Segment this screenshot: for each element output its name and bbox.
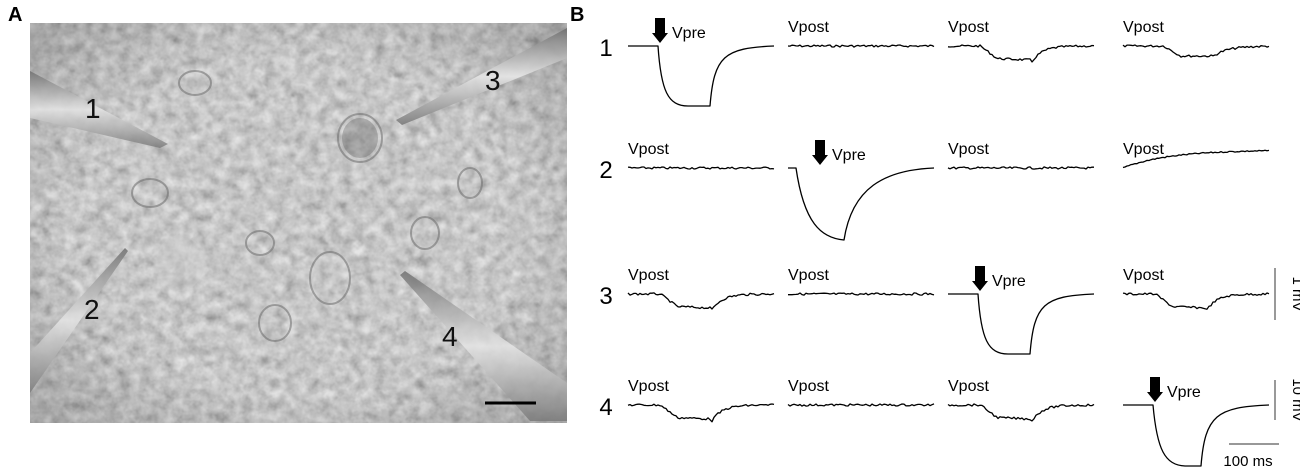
scale-label-100ms: 100 ms — [1223, 453, 1272, 470]
pipette-3-shape — [396, 28, 567, 125]
trace-r3-c1 — [627, 292, 775, 310]
trace-label-r2-c1: Vpost — [628, 141, 669, 158]
arrow-icon-r4-c4 — [1147, 377, 1163, 402]
panel-b-letter: B — [570, 4, 585, 26]
row-label-2: 2 — [599, 157, 612, 184]
row-label-4: 4 — [599, 394, 612, 421]
trace-r1-c2 — [787, 44, 935, 48]
row-label-1: 1 — [599, 35, 612, 62]
microscope-image: 1 2 3 4 — [30, 23, 567, 423]
scale-label-10mv: 10 mV — [1289, 378, 1300, 421]
trace-r3-c3 — [948, 293, 1095, 355]
pipette-4-shape — [400, 271, 567, 421]
trace-r2-c1 — [627, 166, 775, 170]
trace-r4-c1 — [627, 403, 775, 423]
trace-label-r4-c1: Vpost — [628, 378, 669, 395]
trace-r3-c4 — [1122, 292, 1270, 310]
trace-r4-c4 — [1123, 404, 1270, 467]
trace-label-r2-c4: Vpost — [1123, 141, 1164, 158]
trace-label-r1-c4: Vpost — [1123, 19, 1164, 36]
trace-label-r1-c1: Vpre — [672, 25, 706, 42]
microscope-svg: 1 2 3 4 — [30, 23, 567, 423]
trace-label-r2-c3: Vpost — [948, 141, 989, 158]
scale-label-1mv: 1 mV — [1289, 276, 1300, 311]
pipette-2-shape — [30, 248, 128, 393]
arrow-icon-r3-c3 — [972, 266, 988, 291]
pipette-label-4: 4 — [442, 321, 458, 352]
row-label-3: 3 — [599, 283, 612, 310]
trace-r2-c2 — [788, 167, 935, 241]
pipette-label-2: 2 — [84, 294, 100, 325]
trace-label-r3-c3: Vpre — [992, 273, 1026, 290]
trace-label-r4-c4: Vpre — [1167, 384, 1201, 401]
pipette-1-shape — [30, 71, 168, 148]
trace-r4-c3 — [947, 403, 1095, 422]
trace-label-r3-c2: Vpost — [788, 267, 829, 284]
trace-label-r3-c1: Vpost — [628, 267, 669, 284]
trace-label-r2-c2: Vpre — [832, 147, 866, 164]
trace-r2-c3 — [947, 166, 1095, 170]
pipette-label-1: 1 — [85, 93, 101, 124]
trace-r1-c1 — [628, 45, 775, 107]
trace-r1-c3 — [947, 44, 1095, 63]
trace-label-r1-c3: Vpost — [948, 19, 989, 36]
arrow-icon-r1-c1 — [652, 18, 668, 43]
trace-r3-c2 — [787, 292, 935, 296]
panel-a-letter: A — [8, 4, 23, 26]
trace-label-r4-c3: Vpost — [948, 378, 989, 395]
trace-r2-c4 — [1122, 149, 1270, 169]
trace-label-r3-c4: Vpost — [1123, 267, 1164, 284]
trace-label-r1-c2: Vpost — [788, 19, 829, 36]
pipette-label-3: 3 — [485, 65, 501, 96]
trace-r1-c4 — [1122, 44, 1270, 58]
trace-label-r4-c2: Vpost — [788, 378, 829, 395]
trace-r4-c2 — [787, 403, 935, 407]
arrow-icon-r2-c2 — [812, 140, 828, 165]
